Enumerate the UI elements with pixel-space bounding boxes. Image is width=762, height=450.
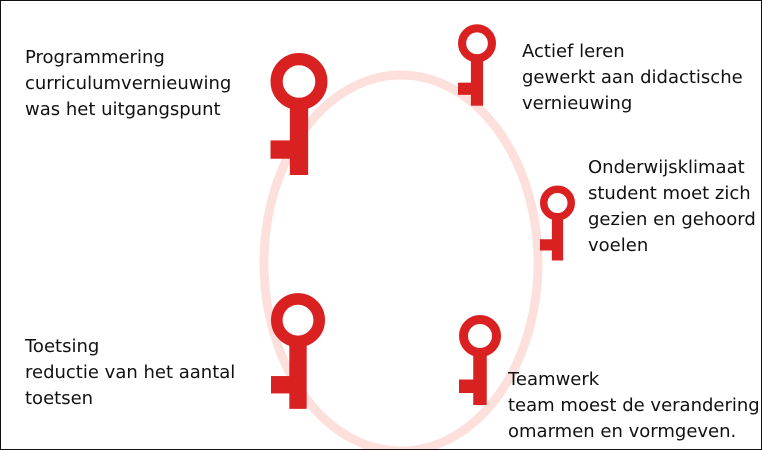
programmering-line2: was het uitgangspunt: [25, 99, 221, 120]
label-teamwerk: Teamwerk team moest de verandering omarm…: [508, 367, 760, 445]
key-icon-actief-leren: [458, 24, 496, 106]
onderwijsklimaat-line1: student moet zich: [588, 183, 751, 204]
onderwijsklimaat-title: Onderwijsklimaat: [588, 157, 745, 178]
teamwerk-line2: omarmen en vormgeven.: [508, 421, 737, 442]
onderwijsklimaat-line2: gezien en gehoord: [588, 209, 756, 230]
onderwijsklimaat-line3: voelen: [588, 235, 649, 256]
actief-leren-line1: gewerkt aan didactische: [522, 67, 743, 88]
teamwerk-line1: team moest de verandering: [508, 395, 760, 416]
programmering-title: Programmering: [25, 47, 165, 68]
toetsing-line2: toetsen: [25, 388, 94, 409]
key-icon-programmering: [270, 53, 328, 175]
key-icon-onderwijsklimaat: [540, 185, 575, 261]
label-programmering: Programmering curriculumvernieuwing was …: [25, 45, 231, 123]
key-icon-toetsing: [271, 293, 325, 409]
key-icon-teamwerk: [459, 315, 501, 405]
label-onderwijsklimaat: Onderwijsklimaat student moet zich gezie…: [588, 155, 756, 259]
label-toetsing: Toetsing reductie van het aantal toetsen: [25, 334, 235, 412]
actief-leren-title: Actief leren: [522, 41, 625, 62]
actief-leren-line2: vernieuwing: [522, 93, 633, 114]
label-actief-leren: Actief leren gewerkt aan didactische ver…: [522, 39, 743, 117]
programmering-line1: curriculumvernieuwing: [25, 73, 232, 94]
teamwerk-title: Teamwerk: [508, 369, 600, 390]
toetsing-line1: reductie van het aantal: [25, 362, 236, 383]
toetsing-title: Toetsing: [25, 336, 100, 357]
